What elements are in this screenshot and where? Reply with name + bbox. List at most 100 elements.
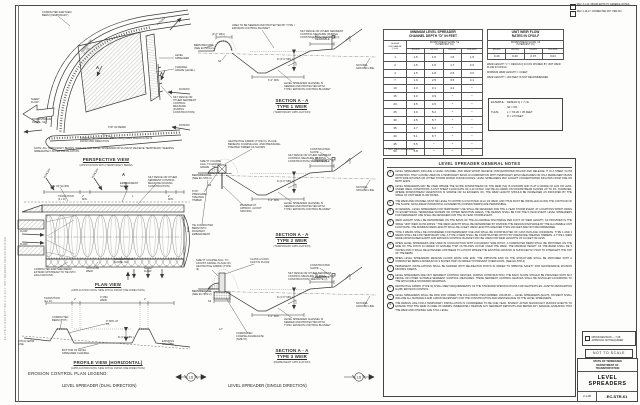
note-letter: H <box>387 256 394 264</box>
note-letter: M <box>387 302 394 309</box>
drawing-label: SIZE 57 COARSE AGG. TO ADJUST GRADE <box>200 160 222 170</box>
drawing-label: COMPACTED COARSE AGGREGATE (SIZE 57) <box>236 332 264 342</box>
drawing-number: EC-STR-61 <box>606 394 628 399</box>
drawing-label: 6'-0" MIN. <box>268 199 280 202</box>
profile-view-title: PROFILE VIEW (HORIZONTAL) <box>73 360 143 365</box>
drawing-label: SILT FENCE OR OTHER SEDIMENT CONTROL MEA… <box>173 96 197 115</box>
drawing-label: CHANNEL GRADE (LEVEL) <box>175 66 195 73</box>
section-a-a-type1-title: SECTION A - A <box>275 98 309 103</box>
revision-marker-icon <box>584 335 591 342</box>
drawing-label: COMPACTED EARTHEN BERM - EXTEND UPSTREAM… <box>34 268 76 278</box>
drawing-label: RUNOFF <box>179 88 190 91</box>
drawing-label: A <box>96 65 100 70</box>
drawing-label: RUNOFF <box>179 124 190 127</box>
drawing-label: DITCH FLOW LINE <box>18 340 35 347</box>
drawing-label: BOTTOM OF LEVEL SPREADER CHANNEL <box>62 349 90 356</box>
list-item: MINIMUM WEIR LENGTH = 4 FEET. <box>487 71 529 75</box>
perspective-view-title: PERSPECTIVE VIEW <box>82 157 130 162</box>
drawing-label: COMPACTED BERM (TYP.) <box>52 316 69 323</box>
section-a-a-type3-title: SECTION A - A <box>275 348 309 353</box>
drawing-label: 2' <box>144 298 146 301</box>
drawing-label: NOTE: ALL TEMPORARY BERMS, SWALES AND LE… <box>34 147 175 154</box>
minor-revision-stamp: MINOR REVISION — 7-08: APPROVAL NOT REQU… <box>582 331 636 346</box>
drawing-label: SILT FENCE OR OTHER SEDIMENT CONTROL MEA… <box>288 154 332 164</box>
perspective-view-drawing <box>22 9 192 151</box>
min-depth-table-footnote: * = NOT RECOMMENDED <box>384 148 416 151</box>
note-letter: F <box>387 230 394 238</box>
note-text: LEVEL SPREADERS MAY BE USED WHERE THE SL… <box>395 184 572 198</box>
note-text: WHEN LEVEL SPREADERS RECEIVE FLOWS FROM … <box>395 256 572 263</box>
drawing-label: TRANSITION (2 x D) <box>58 195 74 202</box>
section-type1-drawing <box>197 28 377 83</box>
drawing-label: LEVEL SPREADER CHANNEL IS SEEDED AND PRO… <box>284 318 331 328</box>
section-type3-panel: SIZE 57 COARSE AGG. TO ADJUST GRADE. PLA… <box>192 256 382 372</box>
level-spreader-dual-symbol: LS <box>175 372 207 382</box>
legend-dual-label: LEVEL SPREADER (DUAL DIRECTION) <box>62 383 137 388</box>
drawing-label: GEOTEXTILE FABRIC (TYPE III). PLACE BENE… <box>228 140 281 150</box>
list-item: WEIR LENGTH "L" = DESIGN Q IN CFS DIVIDE… <box>487 63 561 69</box>
note-letter: I <box>387 265 394 272</box>
note-text: IN GENERAL, LEVEL SPREADERS FOR TEMPORAR… <box>395 208 572 218</box>
note-text: LEVEL SPREADERS INCLUDE A LEVEL CHANNEL … <box>395 170 572 183</box>
legend-heading: EROSION CONTROL PLAN LEGEND: <box>28 371 108 376</box>
note-text: LEVEL SPREADERS ARE NOT SEDIMENT CONTROL… <box>395 273 572 284</box>
drawing-label: (APPLICATION WITH TEMPORARY BERM) <box>79 164 133 167</box>
drawing-label: 12" <box>219 328 223 331</box>
drawing-label: NATURAL GROUND LINE <box>356 302 375 309</box>
drawing-label: TIE COMPACTED BERM INTO ROADWAY EMBANKME… <box>192 224 214 237</box>
drawing-label: CLASS A CONC. CAST IN PLACE <box>250 258 270 265</box>
drawing-label: 2' MIN. <box>168 195 174 202</box>
example-line2: Sd = 6% <box>507 105 518 109</box>
drawing-label: LEVEL SPREADER <box>175 54 190 61</box>
drawing-label: (APPLICATION WITH SIDE DITCH FROM ONE DI… <box>71 289 145 292</box>
note-letter: C <box>387 199 394 207</box>
note-text: WEIR LENGTH SHALL BE DETERMINED ON THE B… <box>395 219 572 229</box>
sheet-title: LEVEL SPREADERS <box>578 372 637 389</box>
note-letter: J <box>387 273 394 281</box>
drawing-label: BERM BEYOND (SEE EC-STR-2) <box>194 44 214 51</box>
drawing-label: TOE OF SLOPE <box>50 185 69 188</box>
example-line4: D = 2.5 FEET <box>507 115 524 119</box>
drawing-label: Sd <box>208 300 212 303</box>
drawing-label: 6'-0" MIN. <box>268 79 280 82</box>
drawing-label: COMPACTED EARTHEN BERM REQUIRED WHEN FLO… <box>80 137 153 144</box>
note-letter: G <box>387 242 394 249</box>
perspective-view-panel: COMPACTED EARTHEN BERM (TEMPORARY)TRANSI… <box>18 6 196 172</box>
plot-stamp: EC-STR-61.DGN PLOTTED 2-16-2017 TDOT ROA… <box>5 236 7 340</box>
drawing-label: 9" MIN. AT 1:1 <box>106 320 119 327</box>
general-notes-heading: LEVEL SPREADER GENERAL NOTES <box>387 161 572 169</box>
drawing-label: 10' DESIRABLE <box>315 273 330 280</box>
drawing-label: A <box>126 272 130 277</box>
drawing-label: R=5' <box>187 226 191 233</box>
drawing-label: TYPE 3 WEIR <box>276 354 308 359</box>
drawing-label: AREA TO BE SEEDED AND PROTECTED BY TYPE … <box>232 24 295 31</box>
revision-text: REV. 2-16-17: CORRECTED PAY ITEM NO. <box>576 11 623 14</box>
drawing-label: SILT FENCE OR OTHER SEDIMENT CONTROL MEA… <box>288 272 332 282</box>
revision-text: REV. 3-1-12: MINOR EDITS TO GENERAL NOTE… <box>576 4 631 6</box>
sheet-title-line2: SPREADERS <box>588 381 627 388</box>
drawing-label: A <box>160 71 164 76</box>
drawing-label: A <box>122 172 126 177</box>
drawing-label: (PERMANENT APPLICATION) <box>273 361 311 364</box>
drawing-label: TOP OF BERM <box>108 126 126 129</box>
